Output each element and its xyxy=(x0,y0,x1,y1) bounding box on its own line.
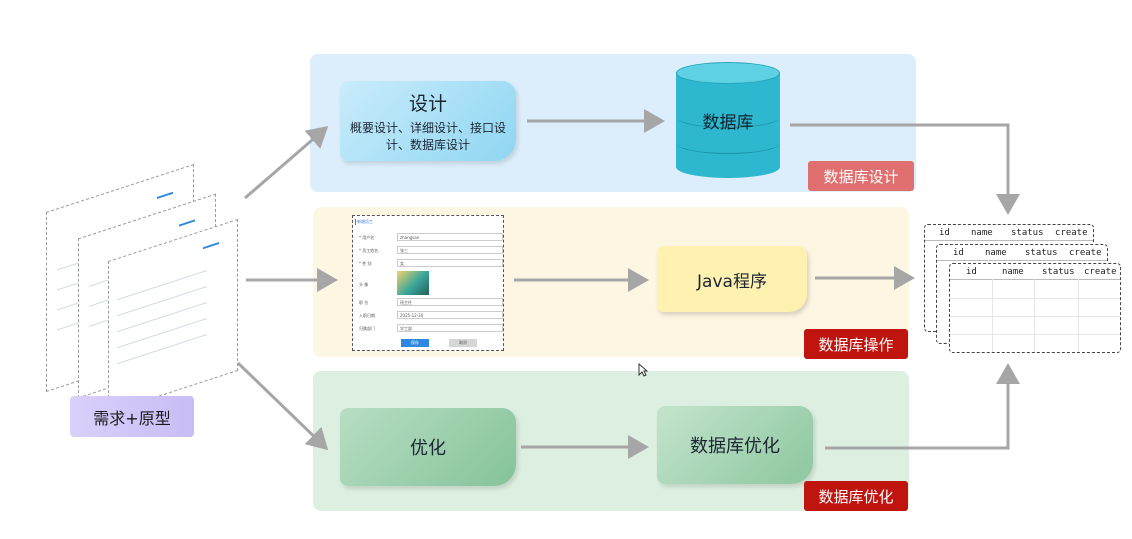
table-card-front: id name status create xyxy=(949,263,1121,353)
optimize-box: 优化 xyxy=(340,408,516,486)
form-row-label: * 用户名 xyxy=(359,235,375,240)
java-label: Java程序 xyxy=(697,271,767,292)
form-row-label: * 性 别 xyxy=(359,261,372,266)
mouse-cursor-icon xyxy=(638,363,648,377)
design-title: 设计 xyxy=(408,92,447,115)
form-row: * 用户名 zhangsan xyxy=(359,233,503,242)
form-row-label: 入职日期 xyxy=(359,313,375,318)
form-cancel-button: 取消 xyxy=(449,339,477,347)
form-save-button: 保存 xyxy=(401,339,429,347)
column-header: create xyxy=(1069,248,1102,258)
form-row-select: 学工部 xyxy=(397,324,503,332)
arrow-req-to-design xyxy=(244,126,329,200)
form-row-label: * 员工姓名 xyxy=(359,248,379,253)
arrow-dbopt-to-table xyxy=(825,363,1020,450)
form-row-label: 职 位 xyxy=(359,300,369,305)
db-optimize-label: 数据库优化 xyxy=(690,436,780,457)
database-label: 数据库 xyxy=(702,113,754,133)
optimize-label: 优化 xyxy=(410,438,446,459)
design-box: 设计 概要设计、详细设计、接口设计、数据库设计 xyxy=(340,81,516,161)
form-row-label: 头 像 xyxy=(359,282,369,287)
arrow-db-to-table xyxy=(790,123,1020,215)
form-row: * 员工姓名 张三 xyxy=(359,246,503,255)
column-header: id xyxy=(939,228,950,238)
tag-db-design: 数据库设计 xyxy=(808,161,914,191)
form-row: 归属部门 学工部 xyxy=(359,324,503,333)
form-title: 新增员工 xyxy=(357,219,373,224)
form-row-select: 女 xyxy=(397,259,503,267)
form-row: 入职日期 2025-12-30 xyxy=(359,311,503,320)
employee-form-mockup: 新增员工 * 用户名 zhangsan * 员工姓名 张三 * 性 别 女 头 … xyxy=(352,215,504,351)
form-row: 头 像 xyxy=(359,280,499,289)
form-row-input: zhangsan xyxy=(397,233,503,241)
database-cylinder: 数据库 xyxy=(676,62,780,178)
column-header: id xyxy=(953,248,964,258)
arrow-req-to-optimize xyxy=(236,361,329,451)
column-header: name xyxy=(1002,267,1024,277)
form-row-select: 班主任 xyxy=(397,298,503,306)
avatar-image xyxy=(397,271,429,295)
form-row-label: 归属部门 xyxy=(359,326,375,331)
requirement-label: 需求+原型 xyxy=(93,408,171,428)
requirement-box: 需求+原型 xyxy=(70,396,194,437)
column-header: status xyxy=(1025,248,1058,258)
form-row-date: 2025-12-30 xyxy=(397,311,503,319)
design-subtitle: 概要设计、详细设计、接口设计、数据库设计 xyxy=(349,120,506,152)
column-header: name xyxy=(985,248,1007,258)
form-row: 职 位 班主任 xyxy=(359,298,503,307)
column-header: name xyxy=(971,228,993,238)
column-header: status xyxy=(1042,267,1075,277)
column-header: id xyxy=(966,267,977,277)
column-header: create xyxy=(1055,228,1088,238)
column-header: status xyxy=(1011,228,1044,238)
column-header: create xyxy=(1084,267,1117,277)
form-row-input: 张三 xyxy=(397,246,503,254)
tag-db-optimization: 数据库优化 xyxy=(804,481,908,511)
tag-db-operation: 数据库操作 xyxy=(804,329,908,359)
form-row: * 性 别 女 xyxy=(359,259,503,268)
db-optimize-box: 数据库优化 xyxy=(657,406,813,484)
java-program-box: Java程序 xyxy=(657,246,807,312)
